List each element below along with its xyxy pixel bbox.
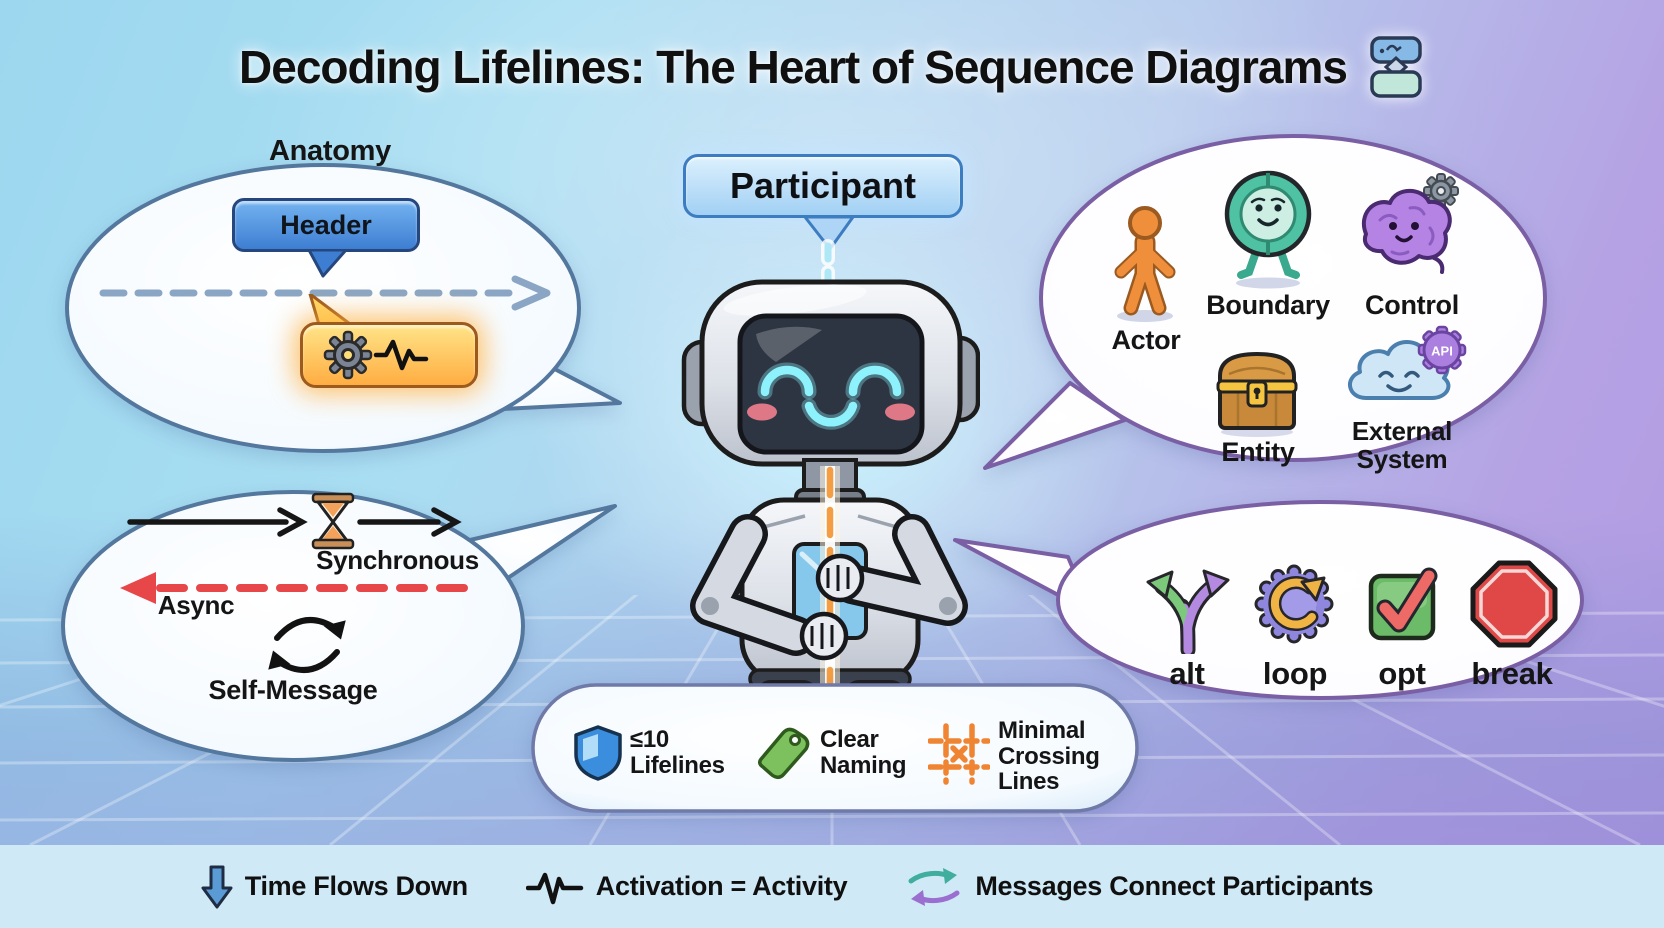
robot-face-screen — [737, 313, 925, 455]
footer-legend-bar: Time Flows Down Activation = Activity Me… — [0, 845, 1664, 928]
stop-octagon-icon — [1470, 560, 1558, 648]
sequence-diagram-icon — [1370, 36, 1422, 98]
footer-activation-label: Activation = Activity — [595, 871, 848, 901]
clear-naming-label: Clear Naming — [820, 726, 907, 779]
gear-pulse-icon — [323, 330, 429, 380]
robot-mascot — [655, 239, 980, 718]
footer-item-time: Time Flows Down — [201, 864, 468, 910]
activation-pulse-icon — [525, 872, 584, 904]
robot-face — [760, 365, 902, 427]
external-system-label: External System — [1351, 416, 1453, 474]
footer-item-messages: Messages Connect Participants — [905, 865, 1374, 909]
header-box-label: Header — [280, 209, 372, 240]
synchronous-label: Synchronous — [316, 545, 479, 575]
loop-badge-icon — [1254, 564, 1334, 644]
lifelines-limit-label: ≤10 Lifelines — [630, 726, 725, 779]
boundary-label: Boundary — [1206, 290, 1330, 320]
checkbox-icon — [1368, 567, 1438, 641]
robot-hand-lower — [799, 611, 849, 661]
robot-arm-right — [832, 514, 968, 626]
async-arrow — [120, 572, 468, 604]
robot-cheek-left — [747, 403, 777, 421]
api-badge-text: API — [1431, 344, 1453, 359]
opt-label: opt — [1378, 656, 1426, 691]
synchronous-arrow — [127, 492, 462, 550]
participant-label: Participant — [729, 165, 917, 206]
async-label: Async — [157, 590, 235, 620]
loop-label: loop — [1262, 656, 1328, 691]
activation-box — [300, 322, 478, 388]
participant-pill: Participant — [683, 154, 963, 218]
header-box: Header — [232, 198, 420, 252]
api-gear-badge: API — [1417, 325, 1467, 375]
boundary-icon — [1224, 170, 1312, 289]
page-title: Decoding Lifelines: The Heart of Sequenc… — [239, 41, 1348, 93]
gear-icon — [1423, 173, 1459, 209]
self-message-icon — [268, 617, 346, 673]
participant-pill-tail — [803, 215, 855, 251]
control-brain-icon — [1362, 173, 1459, 274]
robot-arm-left — [690, 514, 816, 656]
alt-label: alt — [1169, 656, 1205, 691]
branch-arrows-icon — [1146, 569, 1230, 654]
lifeline-dashed-arrow — [99, 275, 551, 311]
best-practices-pill — [531, 683, 1139, 813]
footer-time-label: Time Flows Down — [244, 871, 468, 901]
footer-messages-label: Messages Connect Participants — [975, 871, 1374, 901]
down-arrow-icon — [201, 865, 233, 908]
header-box-tail — [307, 250, 348, 278]
self-message-label: Self-Message — [208, 675, 378, 705]
footer-item-activation: Activation = Activity — [525, 866, 848, 908]
tag-icon — [758, 727, 810, 779]
crossing-lines-icon — [928, 723, 990, 785]
break-label: break — [1471, 656, 1553, 691]
page-header: Decoding Lifelines: The Heart of Sequenc… — [0, 34, 1664, 100]
robot-hand-upper — [815, 553, 865, 603]
hourglass-icon — [311, 492, 355, 550]
entity-label: Entity — [1221, 437, 1295, 467]
external-system-cloud-icon: API — [1348, 325, 1467, 400]
actor-icon — [1114, 206, 1176, 322]
gear-icon — [323, 330, 373, 380]
actor-label: Actor — [1111, 325, 1181, 355]
minimal-crossing-label: Minimal Crossing Lines — [998, 717, 1100, 796]
entity-chest-icon — [1216, 352, 1298, 437]
shield-icon — [574, 725, 622, 781]
control-label: Control — [1365, 290, 1459, 320]
pulse-icon — [373, 339, 429, 371]
anatomy-section-label: Anatomy — [269, 135, 391, 167]
exchange-arrows-icon — [908, 867, 960, 906]
robot-cheek-right — [885, 403, 915, 421]
